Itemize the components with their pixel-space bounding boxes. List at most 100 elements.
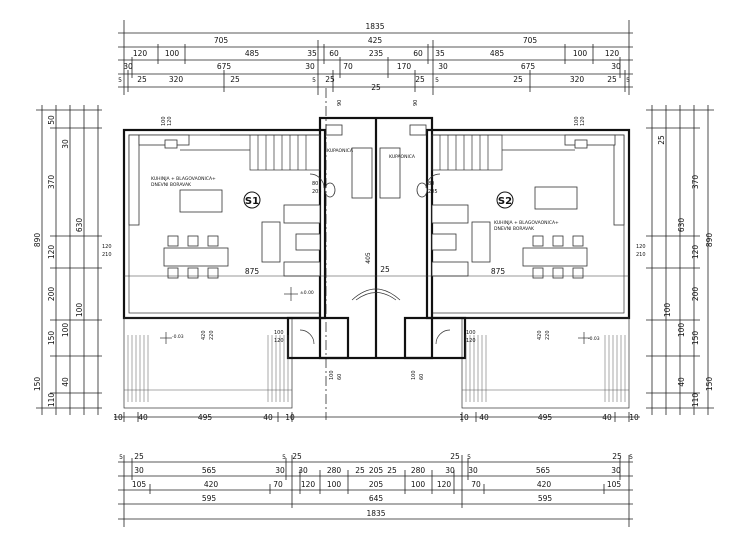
right-dim: 25 — [657, 135, 666, 145]
bottom-r3: 70 — [471, 480, 481, 489]
top-dim-r5: 5 — [626, 77, 630, 84]
bottom-r1: 25 — [134, 452, 144, 461]
level-terrace-right: -0.03 — [588, 336, 600, 342]
top-dim-r4: 30 — [438, 62, 448, 71]
top-dim-r5: 25 — [415, 75, 425, 84]
bathroom-left — [324, 124, 373, 199]
top-dim-right: 705 — [523, 36, 538, 45]
bottom-r1: 25 — [612, 452, 622, 461]
top-dim-r5: 320 — [169, 75, 184, 84]
top-dim-r3: 100 — [165, 49, 180, 58]
bottom-r1: 25 — [292, 452, 302, 461]
level-marker-right: -0.03 — [578, 332, 600, 344]
top-dimension-chains: 1835 705 425 705 120 100 485 35 60 235 6… — [118, 20, 633, 95]
bottom-r2: 25 — [387, 466, 397, 475]
right-dim: 150 — [705, 377, 714, 392]
top-dim-r5: 5 — [435, 77, 439, 84]
right-dim: 150 — [691, 331, 700, 346]
top-dim-r3: 235 — [369, 49, 384, 58]
right-dim: 40 — [677, 377, 686, 387]
top-dim-r4: 30 — [305, 62, 315, 71]
opening-door-left: 80 — [312, 181, 318, 187]
left-dim: 150 — [33, 377, 42, 392]
opening-top-right: 100 — [574, 116, 580, 126]
bottom-r3: 420 — [204, 480, 219, 489]
opening-terrace-right: 220 — [545, 330, 551, 340]
opening-top-right: 120 — [580, 116, 586, 126]
bottom-r1: 5 — [467, 454, 471, 461]
left-dim: 100 — [61, 323, 70, 338]
opening-terrace-left: 220 — [209, 330, 215, 340]
left-dim: 40 — [61, 377, 70, 387]
top-dim-r5: 5 — [312, 77, 316, 84]
opening-side-left: 120 — [102, 244, 112, 250]
bottom-r3: 100 — [327, 480, 342, 489]
opening-door-right: 205 — [428, 189, 438, 195]
top-dim-r4: 170 — [397, 62, 412, 71]
top-dim-center: 25 — [371, 83, 381, 92]
top-dim-r3: 485 — [490, 49, 505, 58]
bottom-r2: 205 — [369, 466, 384, 475]
sofa-right — [431, 204, 491, 277]
bottom-row-dim: 495 — [198, 413, 213, 422]
right-dim: 630 — [677, 218, 686, 233]
bottom-r2: 565 — [202, 466, 217, 475]
opening-door-left: 205 — [312, 189, 322, 195]
right-dim: 110 — [691, 393, 700, 408]
bottom-row-dim: 10 — [285, 413, 295, 422]
opening-side-left: 210 — [102, 252, 112, 258]
right-dim: 120 — [691, 245, 700, 260]
unit-marker-s2 — [496, 191, 514, 209]
top-dim-r3: 100 — [573, 49, 588, 58]
bottom-r2: 30 — [134, 466, 144, 475]
unit-label-s1: S1 — [245, 196, 259, 207]
width-right: 875 — [491, 267, 506, 276]
left-dim: 150 — [47, 331, 56, 346]
opening-terrace-left: 420 — [201, 330, 207, 340]
sofa-left — [261, 204, 321, 277]
right-dim: 370 — [691, 175, 700, 190]
left-dim: 200 — [47, 287, 56, 302]
bottom-r4: 595 — [538, 494, 553, 503]
bath-label-left: KUPAONICA — [327, 148, 354, 154]
level-terrace-left: -0.03 — [172, 334, 184, 340]
top-dim-r3: 60 — [413, 49, 423, 58]
bottom-r2: 30 — [445, 466, 455, 475]
opening-stair-left: 90 — [337, 100, 343, 106]
bottom-terrace-dims: 10 40 495 40 10 10 40 495 40 10 — [113, 412, 640, 422]
top-dim-r5: 25 — [325, 75, 335, 84]
stair-right — [431, 134, 575, 171]
bottom-r4: 645 — [369, 494, 384, 503]
right-dimension-chains: 890 370 120 200 150 150 25 630 100 100 4… — [646, 105, 714, 415]
right-dim: 100 — [677, 323, 686, 338]
bottom-r3: 105 — [132, 480, 147, 489]
width-left: 875 — [245, 267, 260, 276]
level-marker-entrance: ±0.00 — [284, 287, 314, 301]
level-entrance: ±0.00 — [300, 290, 314, 296]
left-dim: 370 — [47, 175, 56, 190]
bottom-dimension-chains: 5 25 5 25 25 5 25 5 30 565 30 30 280 25 … — [118, 452, 633, 527]
left-dim: 100 — [75, 303, 84, 318]
top-dim-r4: 30 — [611, 62, 621, 71]
opening-entry-left: 100 — [274, 330, 284, 336]
bottom-r2: 30 — [468, 466, 478, 475]
unit-marker-s1 — [243, 191, 261, 209]
bottom-row-dim: 10 — [113, 413, 123, 422]
opening-entry-right: 120 — [466, 338, 476, 344]
top-dim-r5: 25 — [137, 75, 147, 84]
bathroom-right — [379, 124, 428, 199]
top-dim-r4: 675 — [521, 62, 536, 71]
room-label-left-2: DNEVNI BORAVAK — [151, 182, 192, 188]
opening-terrace-right: 420 — [537, 330, 543, 340]
bottom-r2: 25 — [355, 466, 365, 475]
entry-arch-inner — [355, 292, 397, 301]
top-dim-r3: 120 — [133, 49, 148, 58]
room-label-right-2: DNEVNI BORAVAK — [494, 226, 535, 232]
center-small-dim: 25 — [380, 265, 390, 274]
dining-table-left — [163, 235, 229, 279]
bottom-r2: 280 — [327, 466, 342, 475]
bottom-r2: 30 — [611, 466, 621, 475]
bottom-r1: 25 — [450, 452, 460, 461]
bottom-row-dim: 40 — [602, 413, 612, 422]
terrace-left-hatch — [124, 335, 292, 402]
